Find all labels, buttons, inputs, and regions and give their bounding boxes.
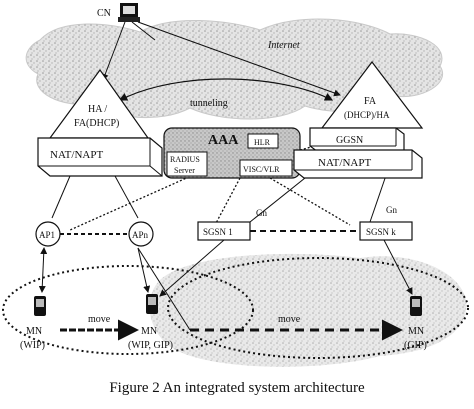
gn-right-label: Gn — [386, 205, 397, 215]
sgsn1-label: SGSN 1 — [203, 227, 233, 237]
mn-mid-label: MN — [141, 326, 157, 337]
sgsnk-label: SGSN k — [366, 227, 396, 237]
ap1-label: AP1 — [39, 230, 55, 240]
radius-server-box — [166, 151, 208, 177]
fa-label-line1: FA — [364, 96, 377, 107]
apn-node — [128, 221, 154, 247]
fa-label-line2: (DHCP)/HA — [344, 110, 390, 120]
mn-right-label: MN — [408, 326, 424, 337]
tunneling-curve — [118, 78, 334, 101]
cn-computer-icon — [118, 3, 140, 22]
move-left-label: move — [88, 314, 111, 325]
mn-left-device-icon — [34, 296, 46, 316]
internet-label: Internet — [267, 40, 300, 51]
radius-label-line1: RADIUS — [170, 155, 200, 164]
hlr-box — [247, 133, 279, 149]
sgsnk-box — [359, 221, 413, 241]
gprs-area-ellipse — [167, 257, 469, 359]
tunneling-label: tunneling — [190, 98, 228, 109]
nat-right-box — [293, 149, 423, 179]
mn-mid-device-icon — [146, 294, 158, 314]
radius-label-line2: Server — [174, 166, 195, 175]
nat-left-label: NAT/NAPT — [50, 149, 103, 161]
mn-left-label: MN — [26, 326, 42, 337]
aaa-label: AAA — [208, 133, 239, 148]
ha-label-line2: FA(DHCP) — [74, 118, 119, 129]
nat-right-label: NAT/NAPT — [318, 157, 371, 169]
ggsn-label: GGSN — [336, 135, 363, 146]
ha-label-line1: HA / — [88, 104, 107, 115]
visitor-box — [239, 159, 293, 177]
visitor-label: VISC/VLR — [243, 165, 280, 174]
nat-left-box — [37, 137, 163, 177]
mn-right-device-icon — [410, 296, 422, 316]
mn-left-sub: (WIP) — [20, 340, 45, 351]
figure-caption: Figure 2 An integrated system architectu… — [109, 380, 365, 396]
cn-label: CN — [97, 8, 111, 19]
gn-left-label: Gn — [256, 208, 267, 218]
hlr-label: HLR — [254, 138, 271, 147]
apn-label: APn — [132, 230, 149, 240]
wlan-area-ellipse — [2, 265, 254, 355]
mn-right-sub: (GIP) — [404, 340, 427, 351]
mn-mid-sub: (WIP, GIP) — [128, 340, 173, 351]
move-right-label: move — [278, 314, 301, 325]
